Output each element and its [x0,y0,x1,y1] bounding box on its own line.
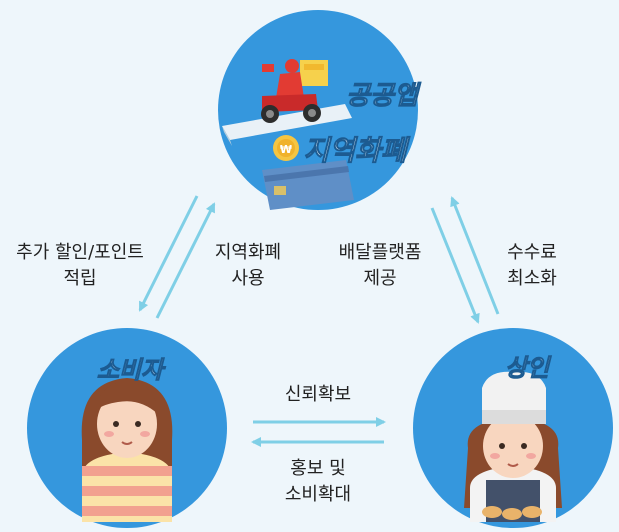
label-promotion-line2: 소비확대 [284,484,352,505]
coin-icon: ₩ [273,135,299,161]
label-promotion: 홍보 및 소비확대 [268,456,368,508]
merchant-node: 상인 [413,328,613,528]
merchant-title: 상인 [505,354,552,382]
consumer-avatar [81,378,173,522]
label-fee: 수수료 최소화 [492,240,572,292]
label-currency-use: 지역화폐 사용 [198,240,298,292]
arrow-center-to-merchant [430,207,480,324]
label-currency-use-line2: 사용 [231,268,265,289]
label-promotion-line1: 홍보 및 [290,458,346,479]
arrow-consumer-to-center [155,202,216,319]
center-title-currency: 지역화폐 [303,134,410,167]
label-trust: 신뢰확보 [268,382,368,408]
label-platform: 배달플랫폼 제공 [325,240,435,292]
label-trust-line1: 신뢰확보 [284,384,352,405]
arrow-merchant-to-center [450,196,500,315]
arrow-center-to-consumer [138,195,199,312]
label-platform-line1: 배달플랫폼 [338,242,422,263]
center-node: ₩ 공공앱 지역화폐 [218,10,422,210]
merchant-avatar [464,371,562,522]
svg-text:₩: ₩ [280,143,292,156]
center-title-app: 공공앱 [346,81,422,111]
label-platform-line2: 제공 [363,268,397,289]
label-consumer-benefit-line2: 적립 [63,268,97,289]
label-fee-line2: 최소화 [507,268,557,289]
label-consumer-benefit: 추가 할인/포인트 적립 [0,240,160,292]
consumer-node: 소비자 [27,328,227,528]
card-icon [262,160,354,210]
label-consumer-benefit-line1: 추가 할인/포인트 [16,242,144,263]
label-currency-use-line1: 지역화폐 [214,242,282,263]
delivery-scooter-icon [261,59,328,123]
label-fee-line1: 수수료 [507,242,557,263]
consumer-title: 소비자 [97,356,166,384]
